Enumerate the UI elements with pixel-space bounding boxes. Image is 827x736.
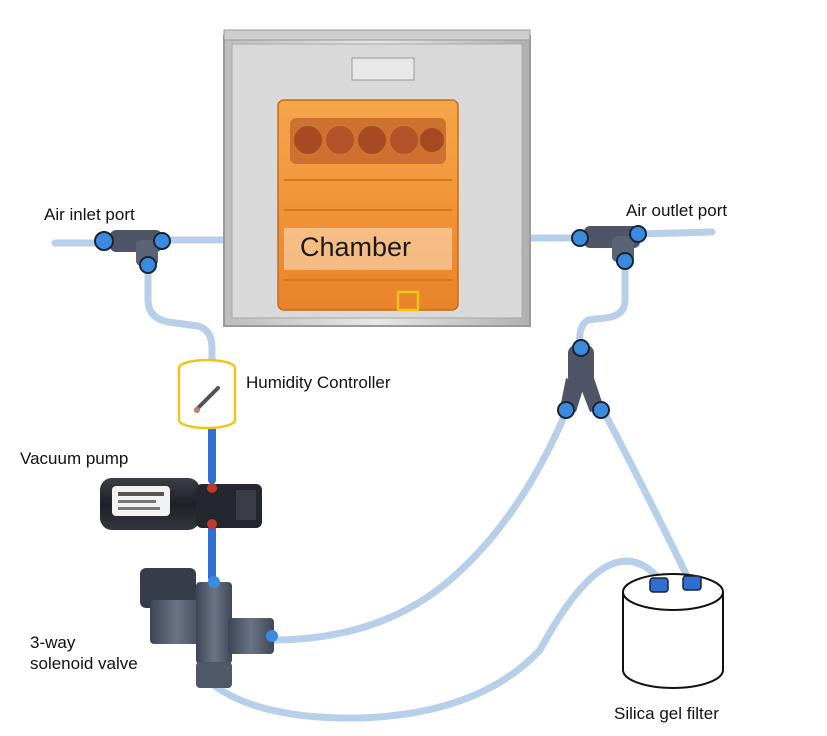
silica-gel-filter-label: Silica gel filter	[614, 704, 719, 723]
silica-gel-filter	[622, 573, 724, 689]
tube-y-to-filter-1	[599, 406, 694, 586]
tube-outlet-down	[576, 258, 629, 349]
tube-outlet-right	[636, 228, 716, 238]
tube-y-to-valve	[268, 408, 570, 644]
chamber-label: Chamber	[300, 232, 412, 262]
inlet-tee-fitting	[94, 230, 171, 274]
solenoid-valve	[140, 568, 278, 688]
tube-valve-to-filter	[208, 557, 664, 722]
y-connector	[557, 339, 610, 419]
tubing	[51, 228, 716, 722]
solenoid-valve-label-line2: solenoid valve	[30, 654, 138, 673]
tube-inlet-down	[144, 261, 216, 372]
chamber	[223, 29, 531, 327]
vacuum-pump	[100, 478, 262, 530]
humidity-controller	[177, 358, 237, 430]
air-outlet-port-label: Air outlet port	[626, 201, 728, 220]
humidity-controller-label: Humidity Controller	[246, 373, 391, 392]
air-inlet-port-label: Air inlet port	[44, 205, 135, 224]
vacuum-pump-label: Vacuum pump	[20, 449, 129, 468]
solenoid-valve-label-line1: 3-way	[30, 633, 76, 652]
sample-crate	[277, 99, 459, 312]
outlet-tee-fitting	[571, 225, 647, 270]
